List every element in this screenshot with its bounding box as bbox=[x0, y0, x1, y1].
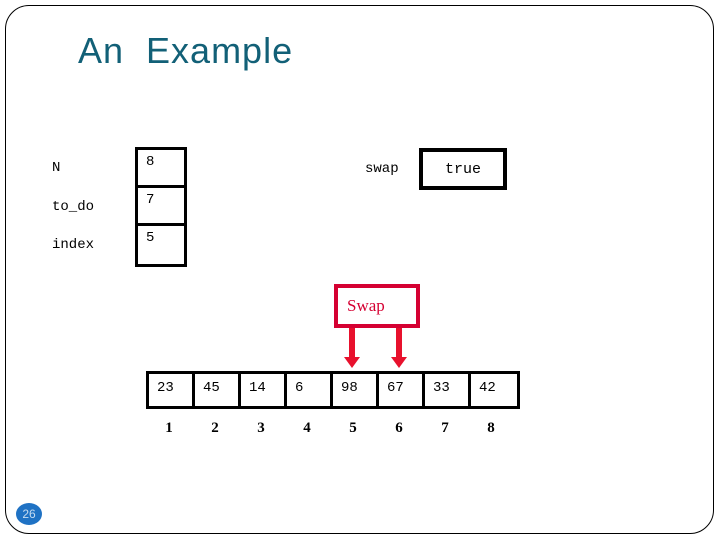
swap-arrow-left-head bbox=[344, 357, 360, 368]
array-index-label: 4 bbox=[303, 420, 311, 436]
swap-flag-value: true bbox=[444, 160, 481, 178]
array-cell: 6 bbox=[287, 374, 333, 406]
array-index-label: 5 bbox=[349, 420, 357, 436]
array-cell: 45 bbox=[195, 374, 241, 406]
variable-label-to_do: to_do bbox=[52, 199, 95, 215]
array-cell: 23 bbox=[149, 374, 195, 406]
array-cell: 98 bbox=[333, 374, 379, 406]
slide-frame-border bbox=[5, 5, 714, 534]
variable-label-n: N bbox=[52, 160, 61, 176]
swap-flag-box: true bbox=[419, 148, 507, 190]
variable-value-stack: 8 7 5 bbox=[135, 147, 187, 267]
array-index-label: 3 bbox=[257, 420, 265, 436]
array-cell: 67 bbox=[379, 374, 425, 406]
swap-flag-label: swap bbox=[365, 161, 399, 177]
array-index-label: 6 bbox=[395, 420, 403, 436]
array-cell: 14 bbox=[241, 374, 287, 406]
variable-value-index: 5 bbox=[138, 226, 184, 264]
page-number-badge: 26 bbox=[16, 503, 42, 525]
swap-callout-label: Swap bbox=[347, 296, 385, 315]
array-index-label: 2 bbox=[211, 420, 219, 436]
swap-callout-box: Swap bbox=[334, 284, 420, 328]
array-index-label: 1 bbox=[165, 420, 173, 436]
array-index-label: 7 bbox=[441, 420, 449, 436]
swap-arrow-right-head bbox=[391, 357, 407, 368]
page-title: An Example bbox=[78, 30, 294, 71]
array-index-row: 1 2 3 4 5 6 7 8 bbox=[146, 420, 514, 437]
array-cell: 42 bbox=[471, 374, 517, 406]
swap-arrow-left-shaft bbox=[349, 328, 355, 360]
array-cell: 33 bbox=[425, 374, 471, 406]
array-row: 23 45 14 6 98 67 33 42 bbox=[146, 371, 520, 409]
swap-arrow-right-shaft bbox=[396, 328, 402, 360]
array-index-label: 8 bbox=[487, 420, 495, 436]
variable-value-to_do: 7 bbox=[138, 188, 184, 226]
variable-label-index: index bbox=[52, 237, 95, 253]
variable-value-n: 8 bbox=[138, 150, 184, 188]
